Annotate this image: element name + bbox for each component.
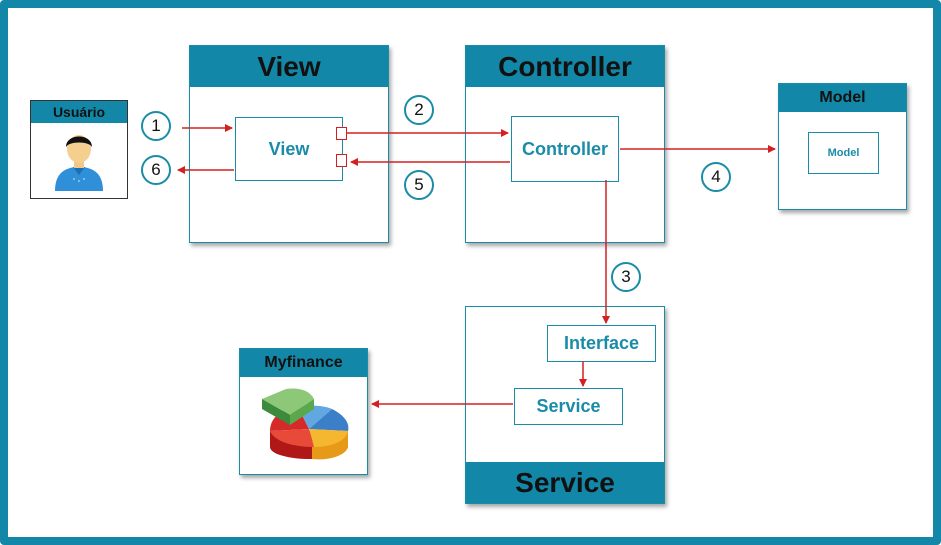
myfinance-box: Myfinance: [239, 348, 368, 475]
step-5: 5: [404, 170, 434, 200]
controller-box-title: Controller: [466, 46, 664, 87]
interface-component: Interface: [547, 325, 656, 362]
step-1: 1: [141, 111, 171, 141]
myfinance-box-title: Myfinance: [240, 349, 367, 377]
pie-chart-icon: [262, 388, 349, 460]
controller-component: Controller: [511, 116, 619, 182]
step-4: 4: [701, 162, 731, 192]
view-input-port: [336, 154, 347, 167]
model-box: Model Model: [778, 83, 907, 210]
step-2: 2: [404, 95, 434, 125]
service-component: Service: [514, 388, 623, 425]
controller-box: Controller Controller: [465, 45, 665, 243]
user-box: Usuário: [30, 100, 128, 199]
view-box: View View: [189, 45, 389, 243]
service-box-title: Service: [466, 462, 664, 503]
user-avatar-icon: [55, 135, 103, 191]
user-box-title: Usuário: [31, 101, 127, 123]
step-3: 3: [611, 262, 641, 292]
view-output-port: [336, 127, 347, 140]
model-box-title: Model: [779, 84, 906, 112]
model-component: Model: [808, 132, 879, 174]
view-component: View: [235, 117, 343, 181]
view-box-title: View: [190, 46, 388, 87]
service-box: Interface Service Service: [465, 306, 665, 504]
step-6: 6: [141, 155, 171, 185]
